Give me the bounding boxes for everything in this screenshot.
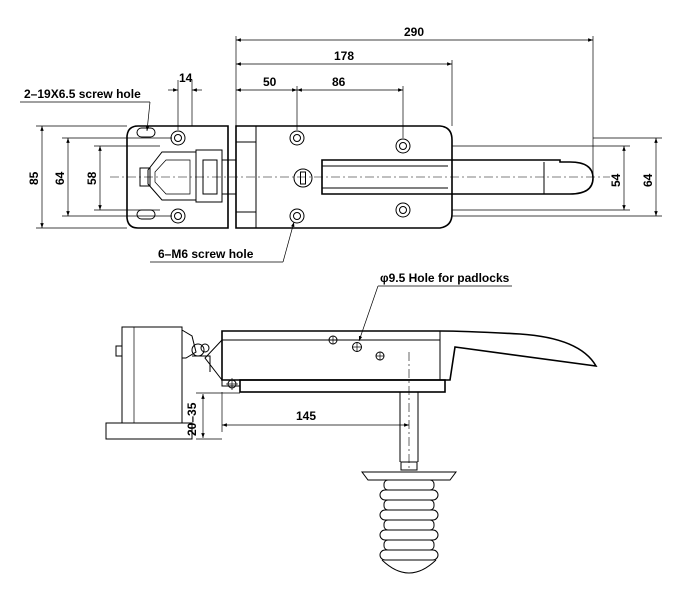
top-notes: 2–19X6.5 screw hole 6–M6 screw hole <box>20 87 295 263</box>
bellows-knob <box>379 479 439 574</box>
dim-85-label: 85 <box>27 171 41 185</box>
base-screw-hole-bottom <box>170 208 186 224</box>
dim-50-label: 50 <box>263 75 277 89</box>
dim-290-label: 290 <box>404 25 424 39</box>
base-plate <box>126 125 229 229</box>
body-screw-hole-3 <box>289 208 305 224</box>
body-screw-hole-2 <box>395 138 411 154</box>
bracket-base <box>105 422 193 440</box>
side-dimensions: 20–35 145 φ9.5 Hole for padlocks <box>185 271 512 440</box>
note-m6-screw-hole: 6–M6 screw hole <box>158 247 254 261</box>
dim-86-label: 86 <box>332 75 346 89</box>
dim-20-35-label: 20–35 <box>185 402 199 436</box>
latch-base-plate <box>239 379 446 393</box>
bracket-body <box>121 326 183 424</box>
latch-side-body <box>221 330 598 381</box>
base-screw-hole-top <box>170 130 186 146</box>
dim-178-label: 178 <box>334 49 354 63</box>
dim-64-left-label: 64 <box>53 171 67 185</box>
plunger-flange <box>361 471 457 481</box>
dim-14-label: 14 <box>179 71 193 85</box>
note-19x6-5-screw-hole: 2–19X6.5 screw hole <box>24 87 141 101</box>
body-screw-hole-4 <box>395 202 411 218</box>
slot-top <box>136 127 156 138</box>
note-padlock-hole: φ9.5 Hole for padlocks <box>380 271 510 285</box>
lock-cylinder <box>293 168 313 188</box>
body-screw-hole-1 <box>289 130 305 146</box>
dim-64-right-label: 64 <box>641 173 655 187</box>
dim-54-label: 54 <box>609 173 623 187</box>
latch-body <box>235 125 453 229</box>
top-dimensions: 290 178 14 50 86 85 64 58 54 <box>27 25 662 229</box>
side-view <box>105 326 598 574</box>
top-view <box>110 125 610 229</box>
slot-bottom <box>136 209 156 220</box>
dim-58-label: 58 <box>85 171 99 185</box>
dim-145-label: 145 <box>296 409 316 423</box>
